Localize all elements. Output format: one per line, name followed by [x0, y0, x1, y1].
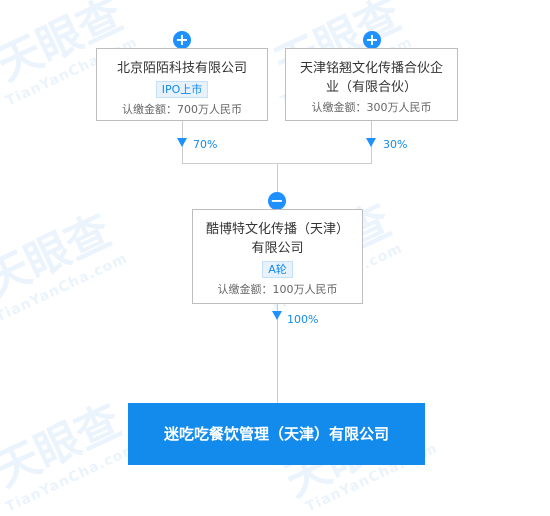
shareholder-name-line1: 天津铭翘文化传播合伙企 [299, 61, 443, 76]
intermediate-card-kubote[interactable]: 酷博特文化传播（天津） 有限公司 A轮 认缴金额：100万人民币 [192, 209, 363, 304]
stake-percent: 30% [383, 138, 408, 151]
stake-percent: 70% [193, 138, 218, 151]
company-name-line2: 有限公司 [251, 241, 304, 256]
capital-amount: 认缴金额：700万人民币 [122, 103, 242, 116]
ipo-tag: IPO上市 [155, 81, 209, 98]
funding-round-tag: A轮 [262, 261, 293, 278]
watermark-url: TianYanCha.com [0, 250, 131, 326]
connector-bottom [277, 303, 278, 403]
expand-toggle-icon[interactable]: + [363, 31, 381, 49]
watermark-logo: 天眼查 [0, 205, 119, 308]
connector-center [277, 163, 278, 210]
watermark-url: TianYanCha.com [3, 440, 141, 516]
stake-percent: 100% [287, 313, 319, 326]
arrow-down-icon [366, 138, 376, 147]
shareholder-name: 北京陌陌科技有限公司 [116, 61, 247, 76]
shareholder-card-momo[interactable]: 北京陌陌科技有限公司 IPO上市 认缴金额：700万人民币 [96, 48, 268, 121]
expand-toggle-icon[interactable]: + [173, 31, 191, 49]
arrow-down-icon [177, 138, 187, 147]
shareholder-name-line2: 业（有限合伙） [325, 80, 417, 95]
capital-amount: 认缴金额：100万人民币 [217, 283, 338, 296]
shareholder-card-mingqiao[interactable]: 天津铭翘文化传播合伙企 业（有限合伙） 认缴金额：300万人民币 [285, 48, 458, 121]
watermark-logo: 天眼查 [0, 395, 129, 498]
capital-amount: 认缴金额：300万人民币 [311, 101, 432, 114]
target-company-card[interactable]: 迷吃吃餐饮管理（天津）有限公司 [128, 403, 425, 465]
arrow-down-icon [272, 311, 282, 320]
company-name-line1: 酷博特文化传播（天津） [205, 222, 349, 237]
collapse-toggle-icon[interactable]: − [268, 192, 286, 210]
